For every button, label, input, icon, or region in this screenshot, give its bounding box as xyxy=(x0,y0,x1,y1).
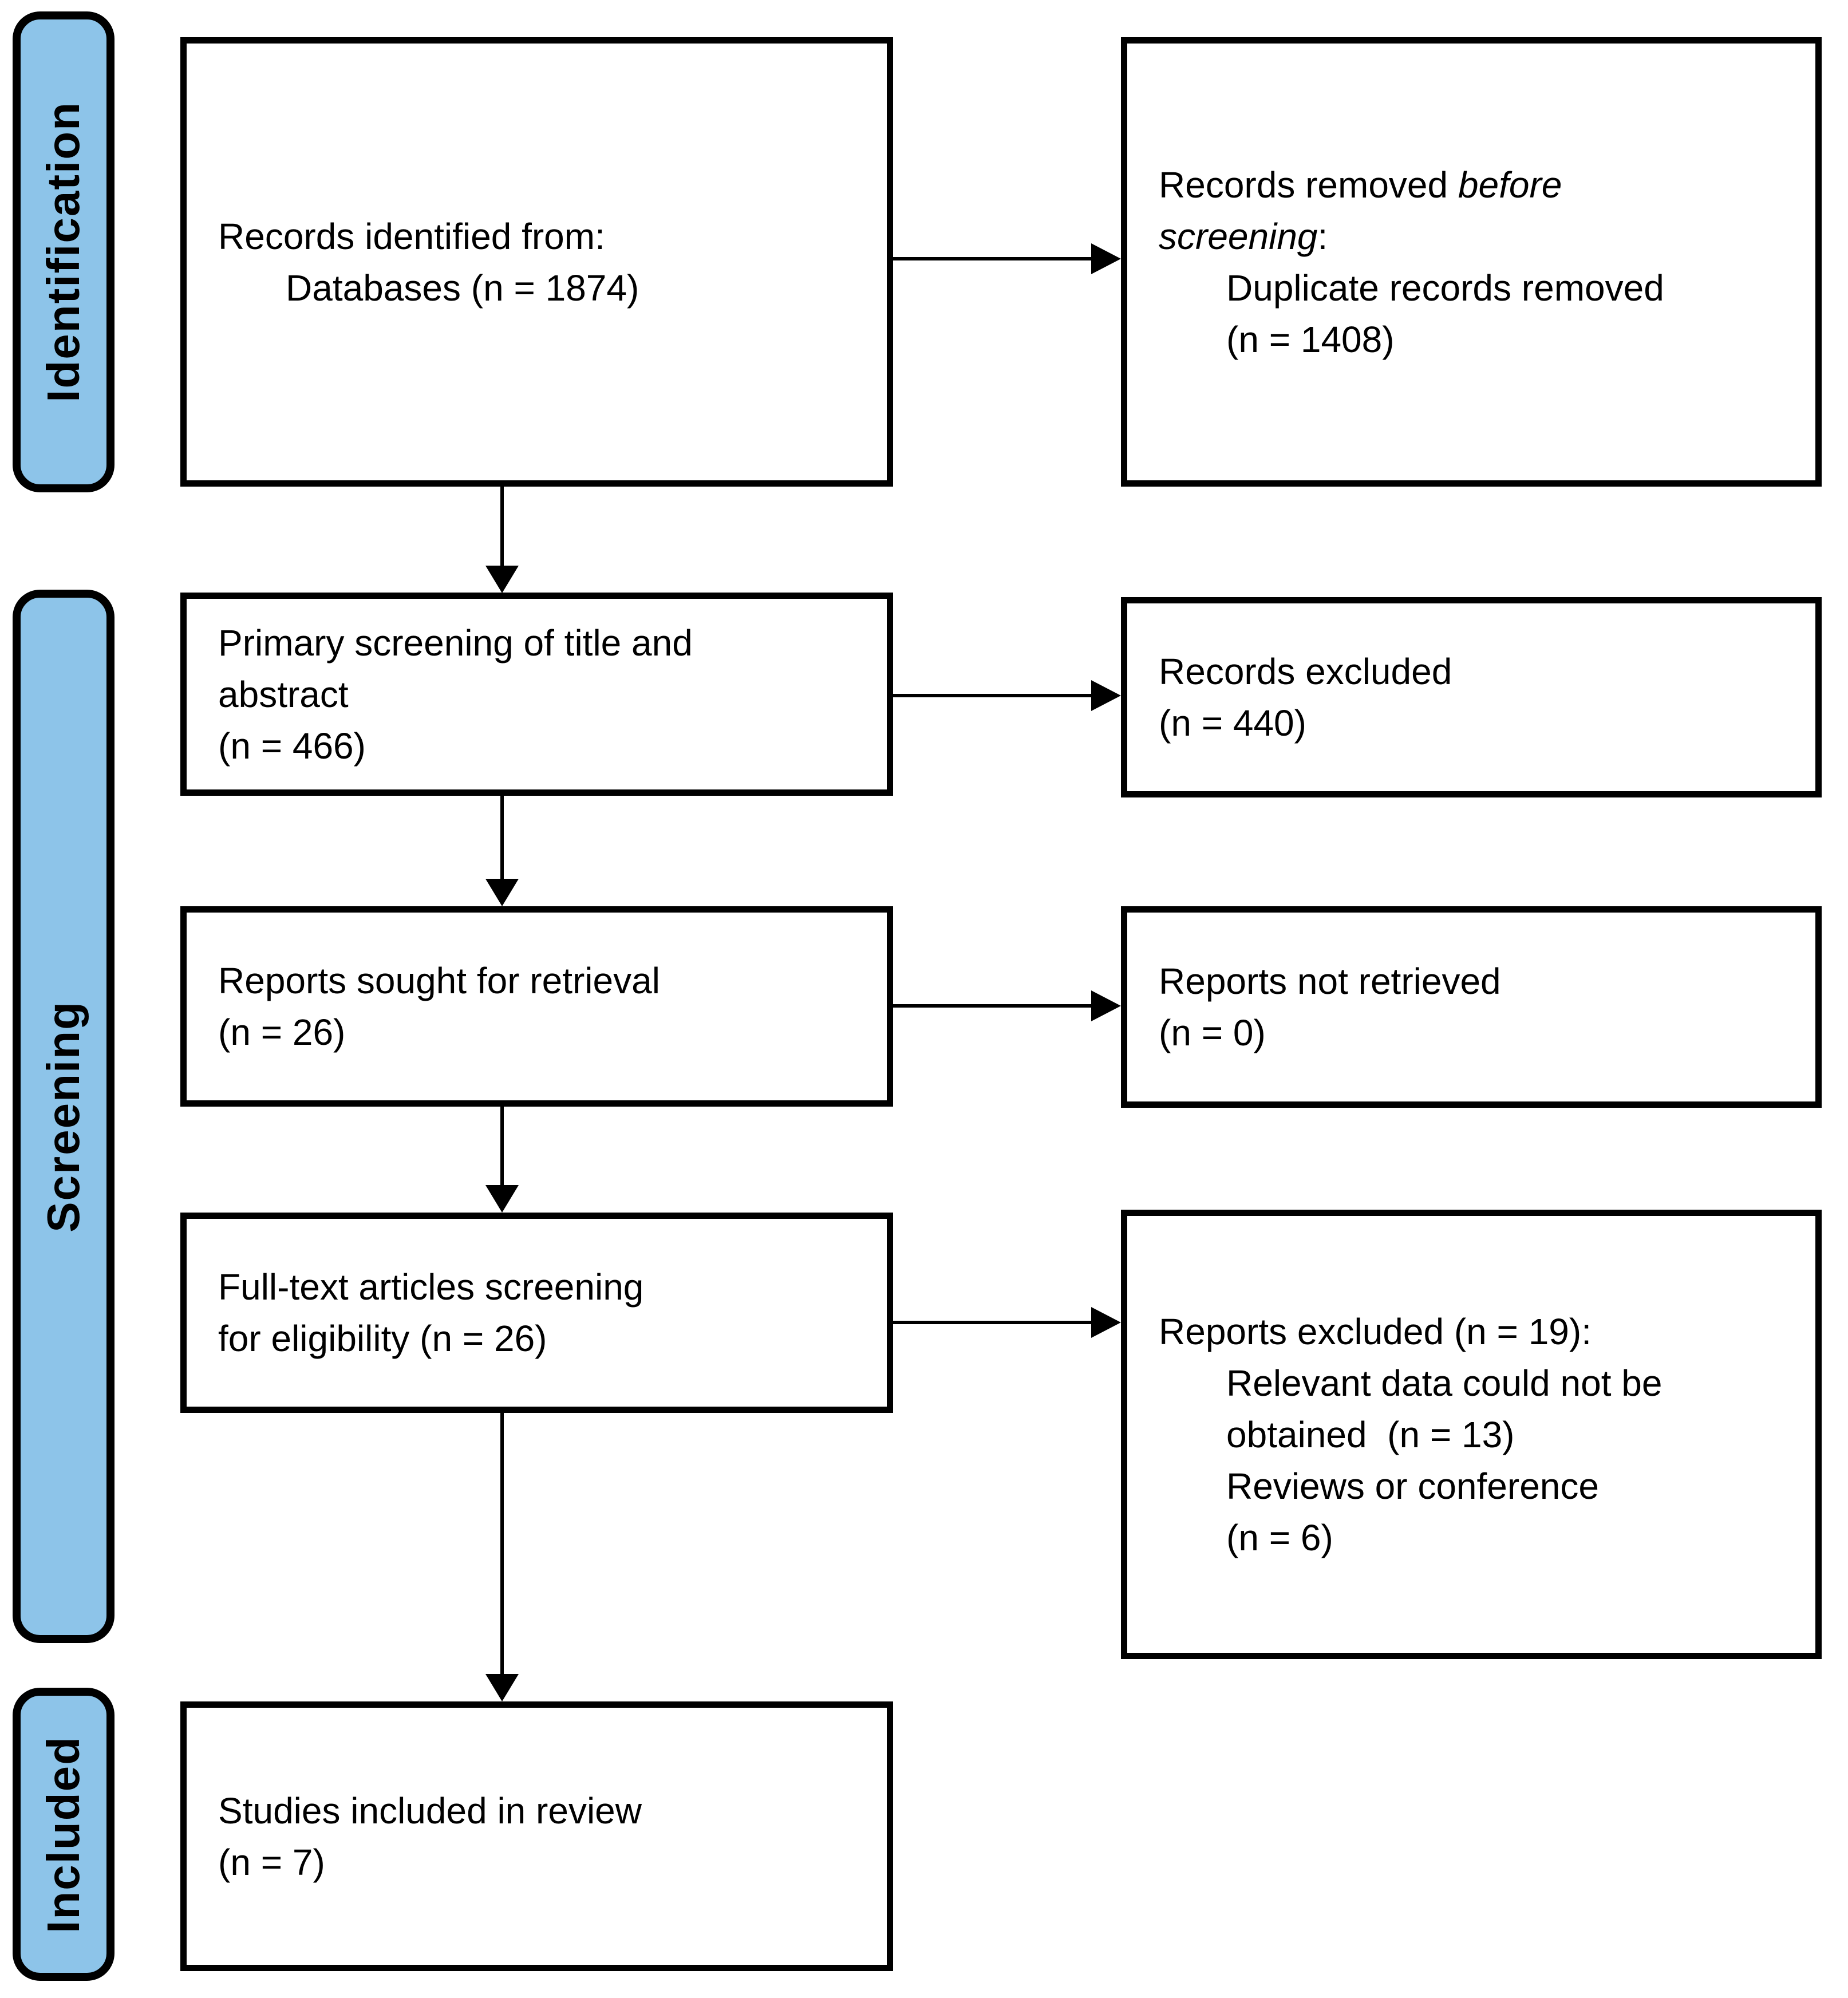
box-line: (n = 1408) xyxy=(1226,318,1395,360)
box-line: screening: xyxy=(1159,215,1328,257)
box-records-excluded: Records excluded (n = 440) xyxy=(1121,597,1822,797)
connector-identified-to-primary xyxy=(500,487,504,567)
arrow-down-icon xyxy=(485,566,519,593)
arrow-right-icon xyxy=(1091,680,1121,711)
arrow-right-icon xyxy=(1091,243,1121,274)
stage-label-screening: Screening xyxy=(13,590,114,1643)
box-line: Relevant data could not be xyxy=(1226,1362,1663,1404)
box-line: (n = 440) xyxy=(1159,702,1306,744)
arrow-down-icon xyxy=(485,1185,519,1213)
stage-label-included: Included xyxy=(13,1688,114,1981)
box-records-identified: Records identified from: Databases (n = … xyxy=(180,37,893,487)
connector-fulltext-to-included xyxy=(500,1413,504,1674)
box-reports-excluded: Reports excluded (n = 19): Relevant data… xyxy=(1121,1210,1822,1659)
box-line: Reports excluded (n = 19): xyxy=(1159,1310,1592,1352)
box-line: Primary screening of title and xyxy=(218,622,693,664)
connector-sought-to-not-retrieved xyxy=(893,1004,1091,1008)
connector-fulltext-to-reports-excluded xyxy=(893,1321,1091,1324)
box-reports-not-retrieved: Reports not retrieved (n = 0) xyxy=(1121,906,1822,1108)
box-line: Databases (n = 1874) xyxy=(286,267,639,309)
box-line: Reviews or conference xyxy=(1226,1465,1599,1507)
box-line: abstract xyxy=(218,673,349,715)
stage-label-included-text: Included xyxy=(38,1735,89,1933)
arrow-down-icon xyxy=(485,879,519,906)
box-fulltext-screening: Full-text articles screening for eligibi… xyxy=(180,1213,893,1413)
box-line: (n = 7) xyxy=(218,1841,325,1883)
arrow-right-icon xyxy=(1091,1307,1121,1338)
box-line: (n = 26) xyxy=(218,1012,346,1053)
box-line: (n = 6) xyxy=(1226,1517,1333,1558)
box-line: for eligibility (n = 26) xyxy=(218,1318,547,1359)
box-line: Reports not retrieved xyxy=(1159,961,1501,1002)
stage-label-identification: Identification xyxy=(13,11,114,492)
arrow-right-icon xyxy=(1091,990,1121,1021)
box-reports-sought: Reports sought for retrieval (n = 26) xyxy=(180,906,893,1107)
connector-primary-to-sought xyxy=(500,796,504,879)
box-line: obtained (n = 13) xyxy=(1226,1413,1515,1455)
box-line: Records excluded xyxy=(1159,651,1452,692)
box-line: Records removed before xyxy=(1159,164,1562,206)
stage-label-screening-text: Screening xyxy=(38,1000,89,1233)
connector-identified-to-removed xyxy=(893,257,1091,260)
box-line: Studies included in review xyxy=(218,1790,642,1831)
box-line: (n = 0) xyxy=(1159,1012,1266,1053)
connector-sought-to-fulltext xyxy=(500,1107,504,1185)
arrow-down-icon xyxy=(485,1674,519,1701)
box-line: (n = 466) xyxy=(218,725,366,767)
box-line: Records identified from: xyxy=(218,215,605,257)
box-studies-included: Studies included in review (n = 7) xyxy=(180,1701,893,1971)
box-primary-screening: Primary screening of title and abstract … xyxy=(180,593,893,796)
box-line: Full-text articles screening xyxy=(218,1266,644,1308)
box-records-removed-before-screening: Records removed before screening: Duplic… xyxy=(1121,37,1822,487)
box-line: Reports sought for retrieval xyxy=(218,960,660,1001)
stage-label-identification-text: Identification xyxy=(38,101,89,402)
connector-primary-to-excluded xyxy=(893,694,1091,697)
box-line: Duplicate records removed xyxy=(1226,267,1664,309)
